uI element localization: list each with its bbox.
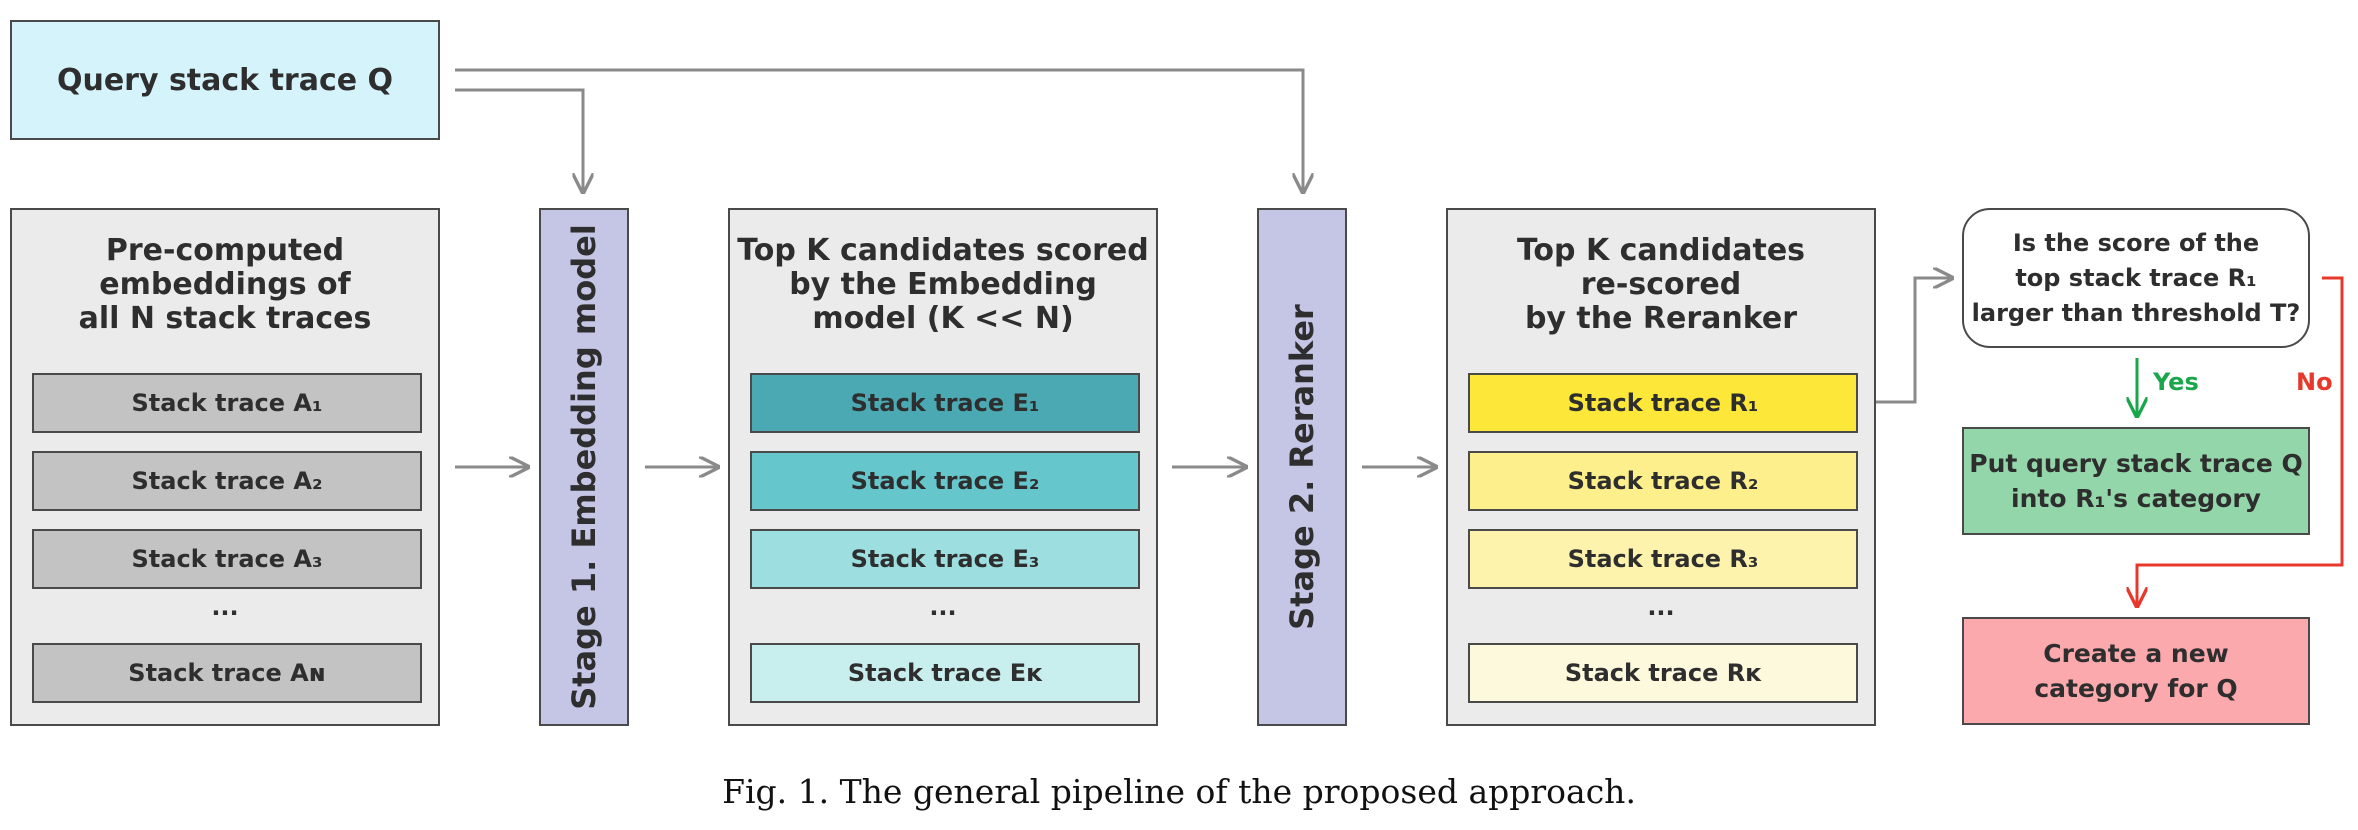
decision-line: Is the score of the bbox=[2012, 228, 2260, 257]
precomputed-panel-title: Pre-computed embeddings of all N stack t… bbox=[12, 234, 438, 336]
stack-trace-a3: Stack trace A₃ bbox=[32, 529, 422, 589]
stack-trace-a1: Stack trace A₁ bbox=[32, 373, 422, 433]
stack-trace-rk: Stack trace Rᴋ bbox=[1468, 643, 1858, 703]
yes-label: Yes bbox=[2153, 368, 2199, 396]
stack-trace-ek: Stack trace Eᴋ bbox=[750, 643, 1140, 703]
stack-trace-e1: Stack trace E₁ bbox=[750, 373, 1140, 433]
rescored-panel: Top K candidates re-scored by the Rerank… bbox=[1446, 208, 1876, 726]
ellipsis: ... bbox=[929, 593, 957, 621]
rescored-panel-title: Top K candidates re-scored by the Rerank… bbox=[1448, 234, 1874, 336]
stack-trace-e2: Stack trace E₂ bbox=[750, 451, 1140, 511]
stack-trace-r2: Stack trace R₂ bbox=[1468, 451, 1858, 511]
title-line: by the Reranker bbox=[1524, 301, 1798, 336]
stage2-box: Stage 2. Reranker bbox=[1257, 208, 1347, 726]
threshold-decision-box: Is the score of the top stack trace R₁ l… bbox=[1962, 208, 2310, 348]
new-category-box: Create a new category for Q bbox=[1962, 617, 2310, 725]
stage1-box: Stage 1. Embedding model bbox=[539, 208, 629, 726]
no-arrow bbox=[2137, 276, 2344, 606]
query-box: Query stack trace Q bbox=[10, 20, 440, 140]
topk-panel-title: Top K candidates scored by the Embedding… bbox=[730, 234, 1156, 336]
outcome-line: Create a new bbox=[2043, 639, 2229, 668]
title-line: Top K candidates scored bbox=[737, 233, 1149, 268]
title-line: model (K << N) bbox=[812, 301, 1074, 336]
query-to-stage2-arrow bbox=[455, 68, 1303, 192]
outcome-line: into R₁'s category bbox=[2011, 484, 2261, 513]
outcome-line: category for Q bbox=[2034, 674, 2238, 703]
stack-trace-r3: Stack trace R₃ bbox=[1468, 529, 1858, 589]
topk-panel: Top K candidates scored by the Embedding… bbox=[728, 208, 1158, 726]
outcome-line: Put query stack trace Q bbox=[1969, 449, 2303, 478]
stack-trace-a2: Stack trace A₂ bbox=[32, 451, 422, 511]
title-line: Pre-computed bbox=[105, 233, 345, 268]
ellipsis: ... bbox=[211, 593, 239, 621]
title-line: embeddings of bbox=[99, 267, 351, 302]
stage2-label: Stage 2. Reranker bbox=[1283, 304, 1321, 630]
precomputed-panel: Pre-computed embeddings of all N stack t… bbox=[10, 208, 440, 726]
title-line: by the Embedding bbox=[789, 267, 1097, 302]
decision-line: top stack trace R₁ bbox=[2015, 263, 2257, 292]
decision-line: larger than threshold T? bbox=[1971, 298, 2301, 327]
figure-caption: Fig. 1. The general pipeline of the prop… bbox=[722, 772, 1636, 811]
ellipsis: ... bbox=[1647, 593, 1675, 621]
title-line: all N stack traces bbox=[78, 301, 372, 336]
query-label: Query stack trace Q bbox=[56, 62, 394, 98]
title-line: re-scored bbox=[1580, 267, 1742, 302]
no-label: No bbox=[2296, 368, 2333, 396]
stack-trace-an: Stack trace Aɴ bbox=[32, 643, 422, 703]
query-to-stage1-arrow bbox=[455, 88, 583, 192]
assign-category-box: Put query stack trace Q into R₁'s catego… bbox=[1962, 427, 2310, 535]
stage1-label: Stage 1. Embedding model bbox=[565, 224, 603, 710]
title-line: Top K candidates bbox=[1516, 233, 1806, 268]
stack-trace-r1: Stack trace R₁ bbox=[1468, 373, 1858, 433]
stack-trace-e3: Stack trace E₃ bbox=[750, 529, 1140, 589]
r1-to-decision-arrow bbox=[1858, 278, 1952, 404]
